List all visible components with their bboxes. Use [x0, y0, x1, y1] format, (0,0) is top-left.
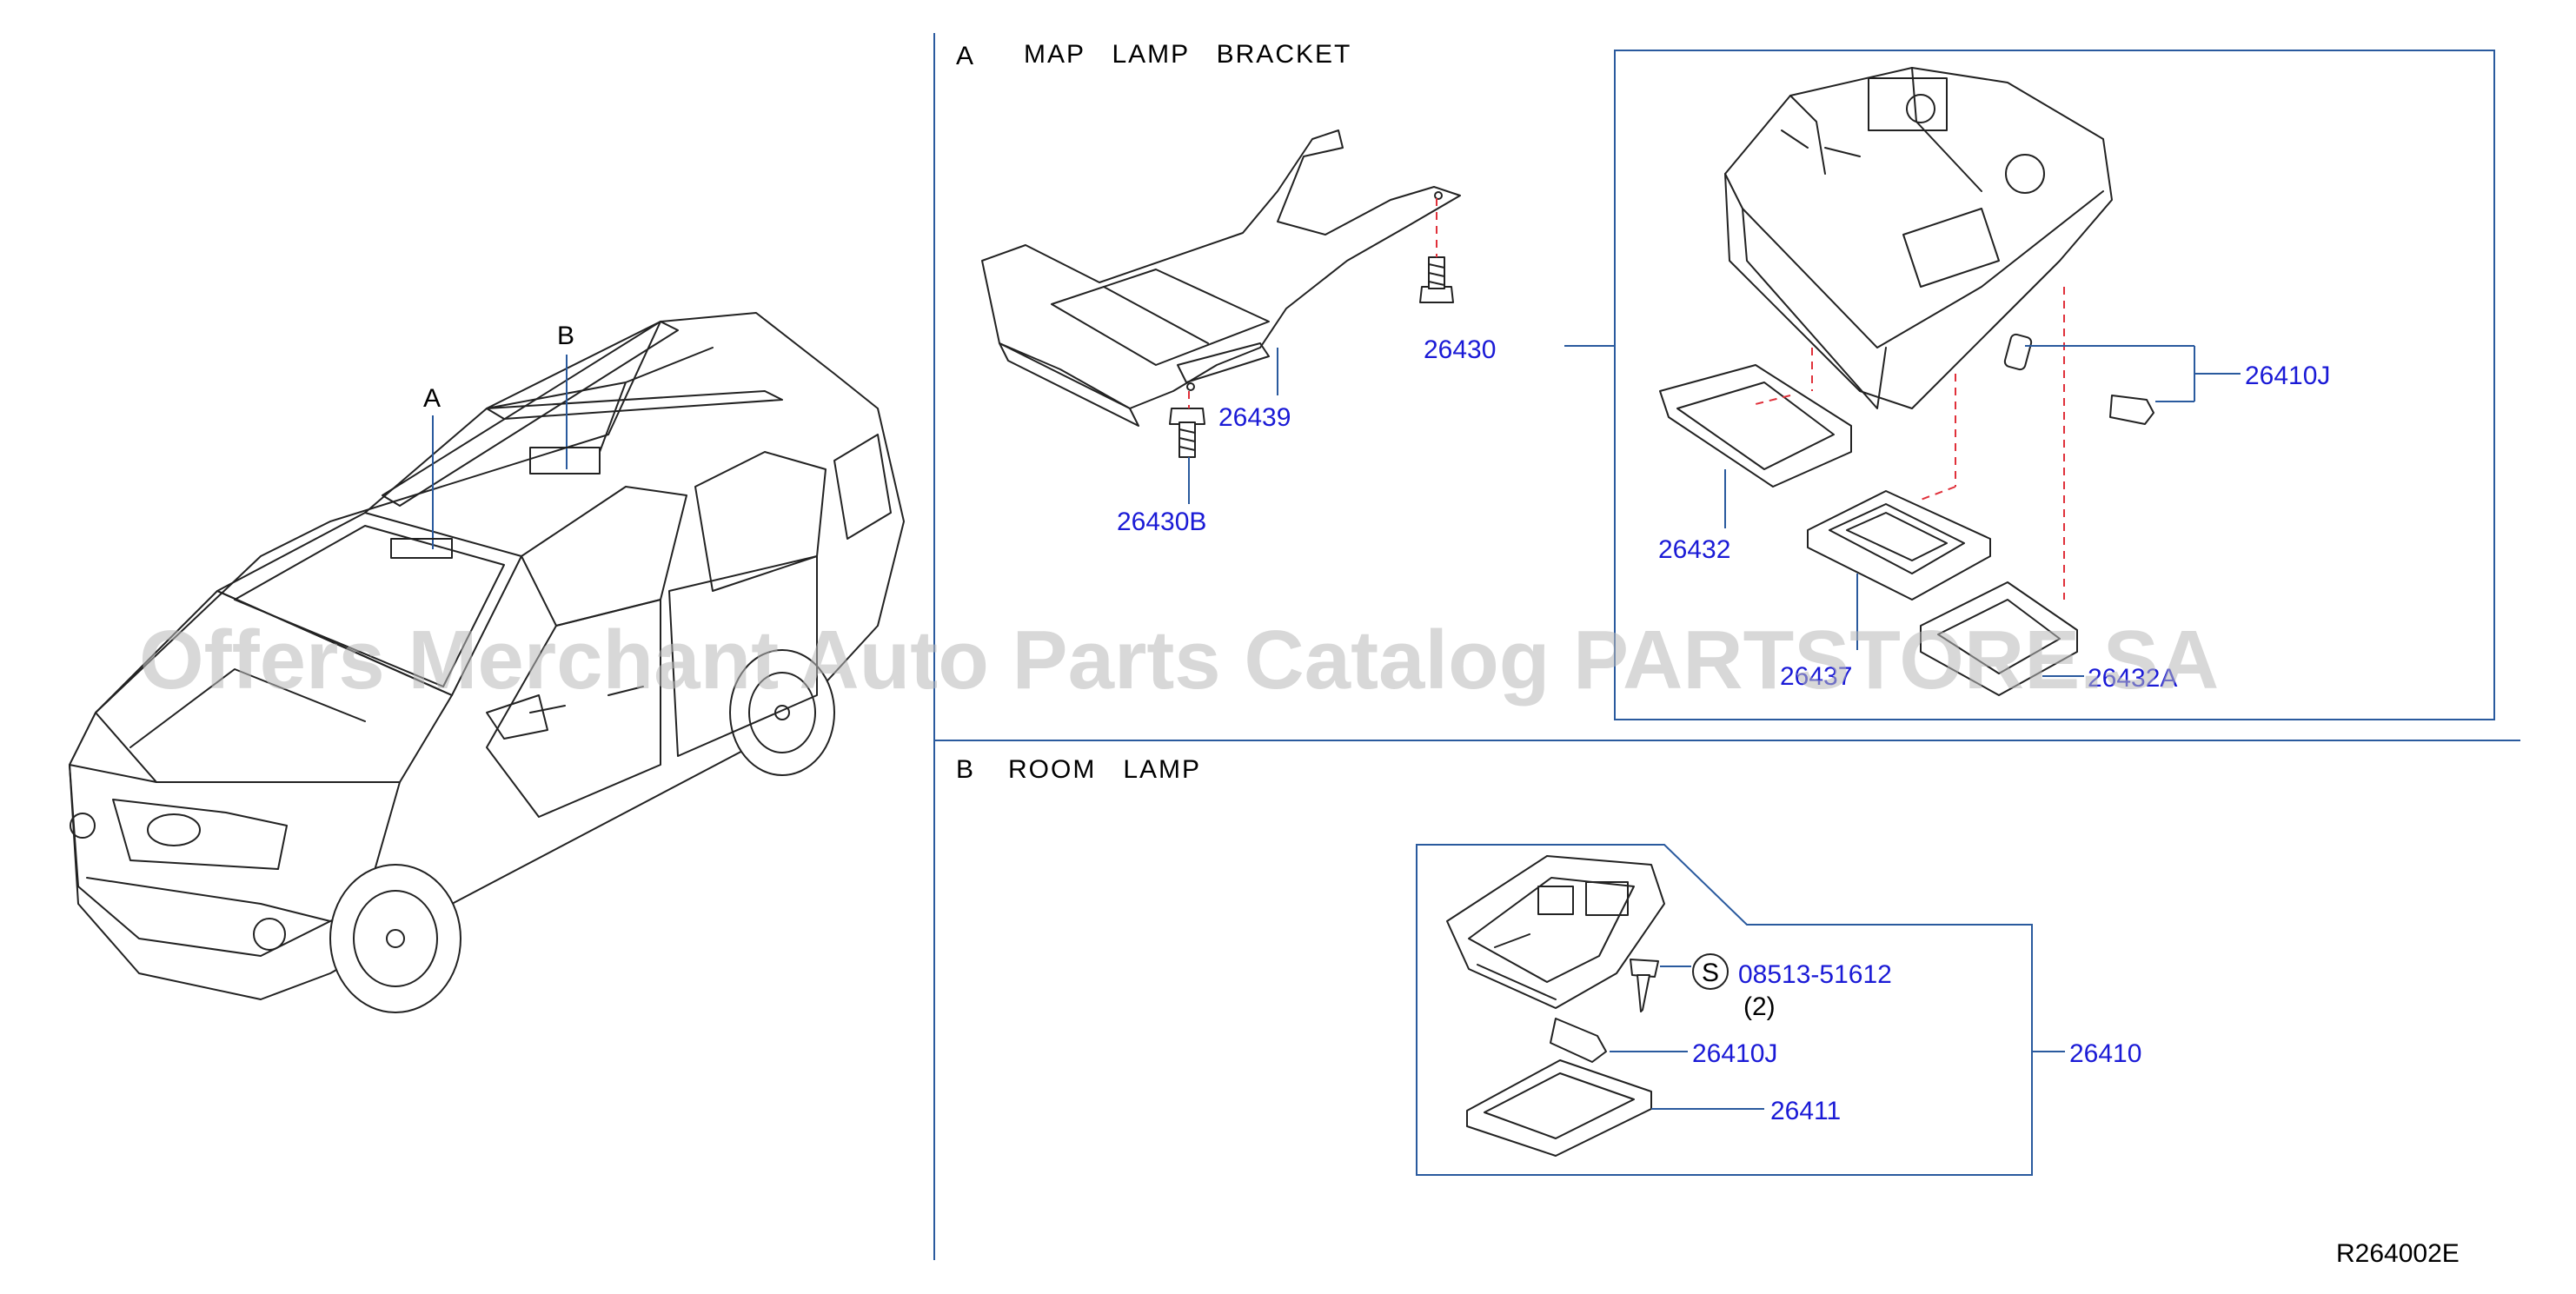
map-lamp-housing-drawing [1724, 67, 2113, 409]
lens-26411-drawing [1466, 1059, 1652, 1157]
section-dividers [933, 33, 2520, 1260]
screw-26430b-drawing [1169, 408, 1205, 458]
part-label-26432[interactable]: 26432 [1658, 535, 1730, 564]
part-label-26430b[interactable]: 26430B [1117, 508, 1206, 536]
bulb-drawing-b [1550, 1018, 1607, 1063]
vehicle-callout-b: B [557, 322, 574, 350]
bulb-drawing-a [2003, 333, 2154, 425]
part-label-26411[interactable]: 26411 [1770, 1097, 1841, 1125]
lens-26437-drawing [1807, 490, 1991, 601]
lens-26432-drawing [1659, 364, 1852, 488]
screw-symbol: S [1702, 959, 1719, 987]
room-lamp-assembly-box [1416, 844, 2033, 1176]
screw-symbol-circle [1692, 953, 1729, 990]
room-lamp-housing-drawing [1446, 855, 1665, 1009]
section-b-letter: B [956, 755, 975, 784]
part-quantity-08513: (2) [1743, 992, 1776, 1021]
part-label-26410j-a[interactable]: 26410J [2245, 362, 2330, 390]
section-b-title: ROOM LAMP [1008, 755, 1201, 784]
vehicle-illustration: A B [69, 312, 905, 1013]
section-a-title: MAP LAMP BRACKET [1024, 40, 1351, 69]
watermark-text: Offers Merchant Auto Parts Catalog PARTS… [139, 614, 2219, 707]
screw-26430-drawing [1419, 256, 1454, 303]
part-label-26410j-b[interactable]: 26410J [1692, 1039, 1777, 1068]
part-label-26439[interactable]: 26439 [1218, 403, 1291, 432]
part-label-26437[interactable]: 26437 [1780, 662, 1852, 691]
screw-08513-drawing [1630, 959, 1659, 1012]
vehicle-callout-a: A [423, 384, 441, 413]
map-lamp-assembly-box [1614, 50, 2495, 720]
diagram-code: R264002E [2336, 1239, 2460, 1268]
map-lamp-bracket-drawing [981, 129, 1461, 427]
part-label-26430[interactable]: 26430 [1424, 335, 1496, 364]
part-label-26410[interactable]: 26410 [2069, 1039, 2141, 1068]
lens-26432a-drawing [1920, 581, 2078, 696]
part-label-26432a[interactable]: 26432A [2088, 664, 2177, 693]
section-a-letter: A [956, 42, 975, 70]
part-label-08513-51612[interactable]: 08513-51612 [1738, 960, 1892, 989]
